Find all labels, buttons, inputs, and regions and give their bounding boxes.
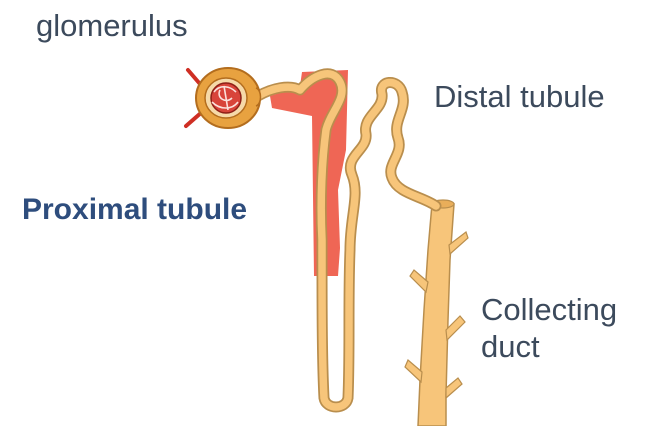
- collecting-duct: [405, 200, 468, 426]
- distal-tubule-label: Distal tubule: [434, 79, 605, 115]
- glomerulus-label: glomerulus: [36, 8, 188, 44]
- collecting-duct-label: Collecting duct: [481, 291, 617, 365]
- glomerulus-structure: [186, 68, 261, 128]
- proximal-tubule-label: Proximal tubule: [22, 193, 247, 228]
- nephron-tubule: [258, 74, 436, 407]
- collecting-duct-label-line2: duct: [481, 328, 617, 365]
- collecting-duct-label-line1: Collecting: [481, 291, 617, 328]
